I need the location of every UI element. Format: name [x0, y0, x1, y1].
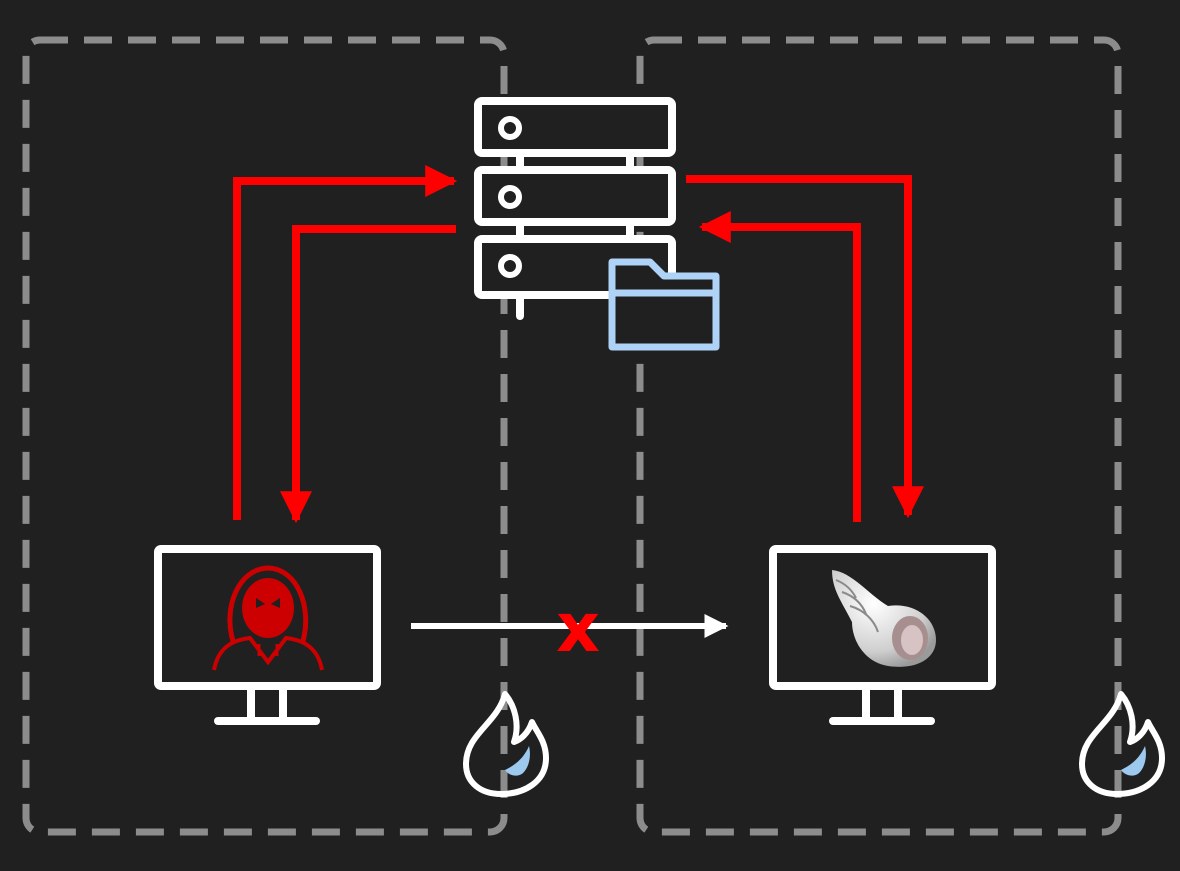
shell-icon [832, 570, 936, 667]
folder-icon [608, 258, 720, 351]
arrow-attacker-to-server [233, 165, 458, 520]
right-network-zone [636, 36, 1122, 836]
arrow-server-to-attacker [280, 225, 456, 524]
arrow-server-to-victim [686, 175, 924, 519]
hooded-hacker-icon [212, 565, 324, 671]
left-network-zone [22, 36, 508, 836]
flame-icon [463, 691, 549, 797]
server-icon [474, 97, 676, 320]
arrow-victim-to-server [698, 211, 861, 522]
flame-icon [1079, 691, 1165, 797]
blocked-marker: x [556, 589, 600, 668]
